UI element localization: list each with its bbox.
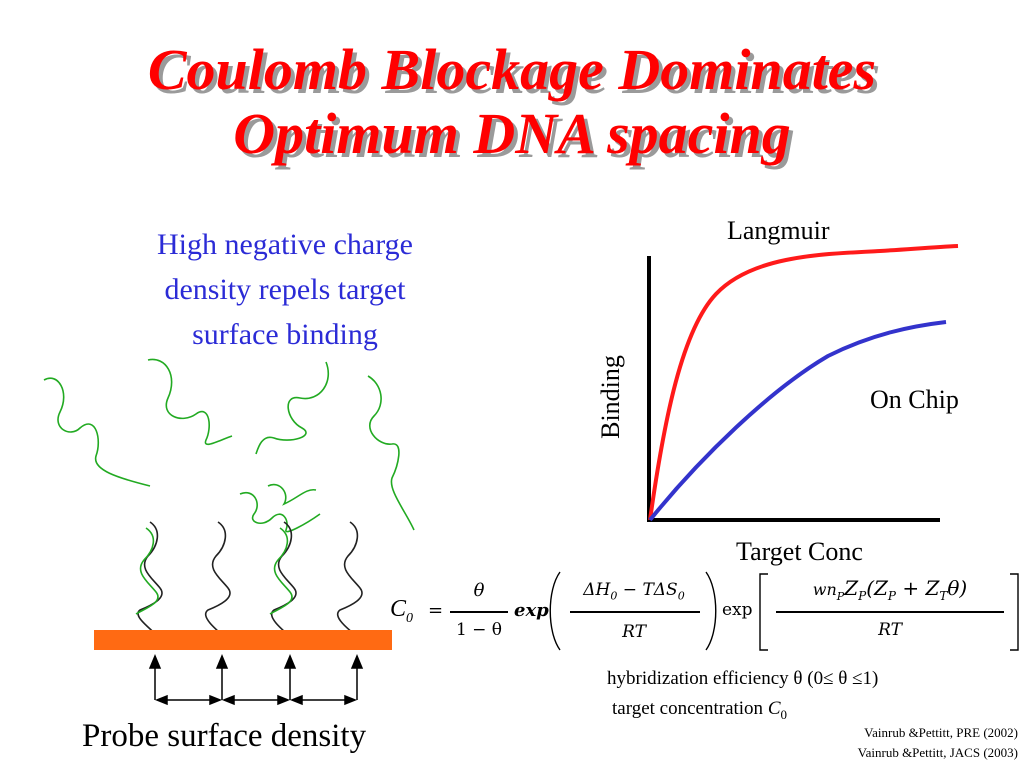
frac2-numerator: ΔH0 − TΔS0 xyxy=(583,580,685,603)
frac1-denominator: 1 − θ xyxy=(455,620,503,640)
probe-density-label: Probe surface density xyxy=(82,718,367,754)
langmuir-curve xyxy=(648,244,959,521)
charge-density-caption: High negative charge density repels targ… xyxy=(70,222,500,357)
probe-strands xyxy=(137,521,363,641)
x-axis-label: Target Conc xyxy=(736,537,863,566)
frac3-denominator: RT xyxy=(878,620,902,640)
frac3-line xyxy=(776,611,1004,613)
caption-line-2: density repels target xyxy=(164,273,406,306)
target-strand xyxy=(255,361,330,455)
caption-line-3: surface binding xyxy=(192,318,378,351)
on-chip-label: On Chip xyxy=(870,385,959,414)
probe-strand xyxy=(270,521,297,641)
target-strand xyxy=(267,483,317,506)
langmuir-label: Langmuir xyxy=(727,216,830,245)
reference-jacs: Vainrub &Pettitt, JACS (2003) xyxy=(857,745,1018,760)
target-strand xyxy=(239,491,321,533)
target-strand xyxy=(43,377,151,487)
slide-title: Coulomb Blockage Dominates Optimum DNA s… xyxy=(0,38,1024,166)
target-concentration-definition: target concentration C0 xyxy=(612,698,787,722)
probe-strand xyxy=(137,521,163,641)
frac3-numerator: wnPZP(ZP + ZTθ) xyxy=(812,576,968,603)
hybridization-definition: hybridization efficiency θ (0≤ θ ≤1) xyxy=(607,668,879,689)
reference-pre: Vainrub &Pettitt, PRE (2002) xyxy=(864,725,1018,740)
hybridized-strand xyxy=(135,527,159,615)
eq-exp-bold: exp xyxy=(514,600,549,621)
density-arrows xyxy=(148,654,364,706)
equation-brackets xyxy=(549,571,1019,651)
eq-lhs: C0 xyxy=(390,596,414,626)
hybridized-strands xyxy=(135,527,293,615)
frac1-numerator: θ xyxy=(473,580,485,601)
y-axis-label: Binding xyxy=(596,355,625,439)
hybridized-strand xyxy=(269,527,293,615)
target-strands xyxy=(43,358,415,533)
target-strand xyxy=(367,375,415,531)
probe-strand xyxy=(337,521,363,641)
probe-strand xyxy=(204,521,231,641)
frac1-line xyxy=(450,611,508,613)
eq-exp-plain: exp xyxy=(722,600,753,620)
frac2-denominator: RT xyxy=(622,622,646,642)
graph-axes xyxy=(647,256,940,522)
probe-surface xyxy=(94,630,392,650)
frac2-line xyxy=(570,611,700,613)
target-strand xyxy=(147,358,233,445)
eq-equals: = xyxy=(428,600,444,621)
title-line-2: Optimum DNA spacing xyxy=(233,101,791,166)
caption-line-1: High negative charge xyxy=(156,228,413,261)
on-chip-curve xyxy=(648,320,947,522)
title-line-1: Coulomb Blockage Dominates xyxy=(147,37,877,102)
